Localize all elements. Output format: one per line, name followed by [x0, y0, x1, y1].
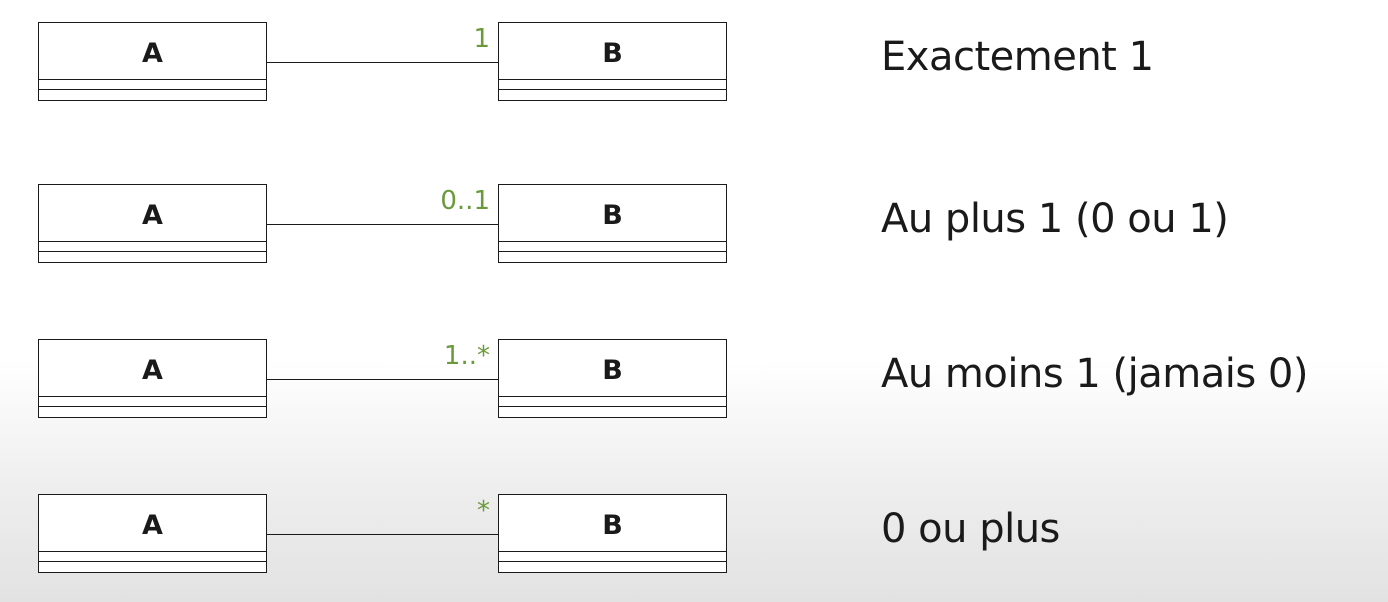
multiplicity-label: * — [477, 496, 490, 526]
operations-separator — [499, 561, 726, 562]
class-name: A — [142, 38, 163, 69]
class-box-b: B — [498, 22, 727, 101]
multiplicity-description: Exactement 1 — [881, 34, 1154, 80]
attributes-separator — [499, 396, 726, 397]
attributes-separator — [39, 396, 266, 397]
multiplicity-label: 0..1 — [440, 186, 490, 216]
attributes-separator — [499, 79, 726, 80]
class-box-a: A — [38, 184, 267, 263]
class-box-a: A — [38, 494, 267, 573]
class-name: A — [142, 200, 163, 231]
attributes-separator — [499, 551, 726, 552]
operations-separator — [499, 251, 726, 252]
attributes-separator — [39, 79, 266, 80]
operations-separator — [39, 89, 266, 90]
class-box-a: A — [38, 22, 267, 101]
association-line — [267, 62, 498, 63]
class-box-b: B — [498, 184, 727, 263]
class-name: B — [602, 510, 623, 541]
association-line — [267, 534, 498, 535]
association-row-zero-or-more: A * B 0 ou plus — [0, 494, 1388, 576]
operations-separator — [499, 406, 726, 407]
multiplicity-label: 1 — [473, 24, 490, 54]
multiplicity-description: Au plus 1 (0 ou 1) — [881, 196, 1229, 242]
multiplicity-description: 0 ou plus — [881, 506, 1060, 552]
multiplicity-description: Au moins 1 (jamais 0) — [881, 351, 1308, 397]
class-box-b: B — [498, 339, 727, 418]
operations-separator — [39, 561, 266, 562]
operations-separator — [39, 251, 266, 252]
attributes-separator — [39, 551, 266, 552]
attributes-separator — [499, 241, 726, 242]
class-name: B — [602, 355, 623, 386]
association-line — [267, 224, 498, 225]
multiplicity-label: 1..* — [443, 341, 490, 371]
association-row-exactly-one: A 1 B Exactement 1 — [0, 22, 1388, 104]
class-name: A — [142, 355, 163, 386]
attributes-separator — [39, 241, 266, 242]
association-row-at-least-one: A 1..* B Au moins 1 (jamais 0) — [0, 339, 1388, 421]
class-box-b: B — [498, 494, 727, 573]
class-name: B — [602, 38, 623, 69]
class-name: B — [602, 200, 623, 231]
association-row-at-most-one: A 0..1 B Au plus 1 (0 ou 1) — [0, 184, 1388, 266]
class-name: A — [142, 510, 163, 541]
operations-separator — [499, 89, 726, 90]
operations-separator — [39, 406, 266, 407]
class-box-a: A — [38, 339, 267, 418]
association-line — [267, 379, 498, 380]
